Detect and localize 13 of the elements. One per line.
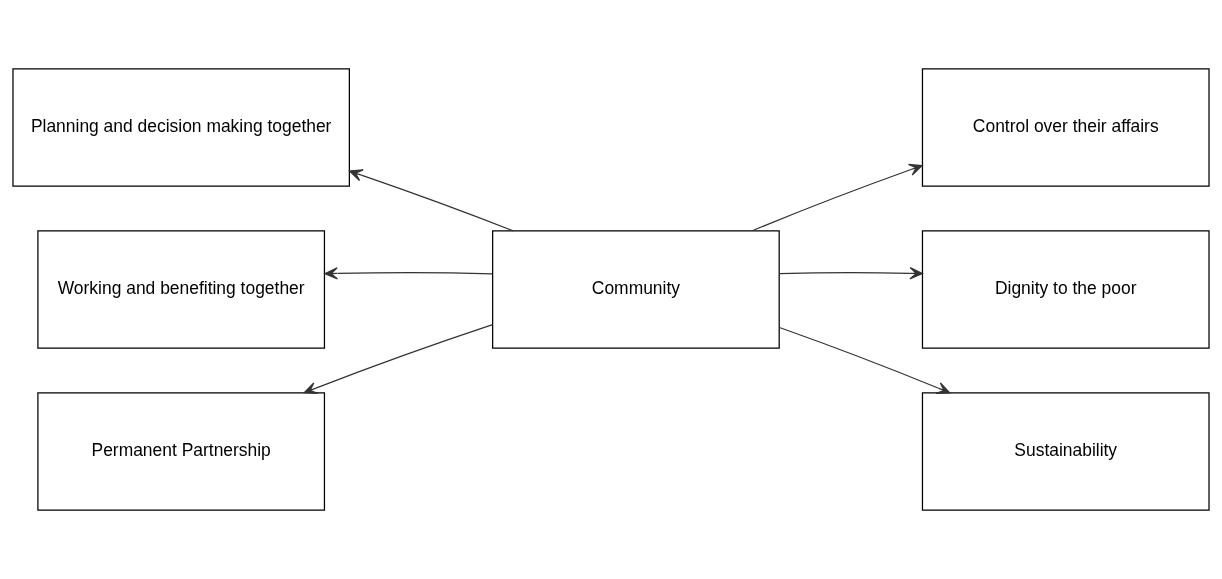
node-box: Sustainability: [921, 392, 1210, 511]
arrow: [751, 163, 923, 232]
arrow: [778, 267, 924, 280]
node-box: Permanent Partnership: [37, 392, 326, 511]
node-box: Control over their affairs: [921, 68, 1210, 187]
arrow: [778, 326, 951, 394]
arrow: [324, 267, 494, 280]
node-box: Planning and decision making together: [12, 68, 350, 187]
node-box: Working and benefiting together: [37, 230, 326, 349]
arrow: [303, 324, 494, 395]
arrow: [348, 169, 514, 232]
node-box: Dignity to the poor: [921, 230, 1210, 349]
node-box: Community: [492, 230, 780, 349]
